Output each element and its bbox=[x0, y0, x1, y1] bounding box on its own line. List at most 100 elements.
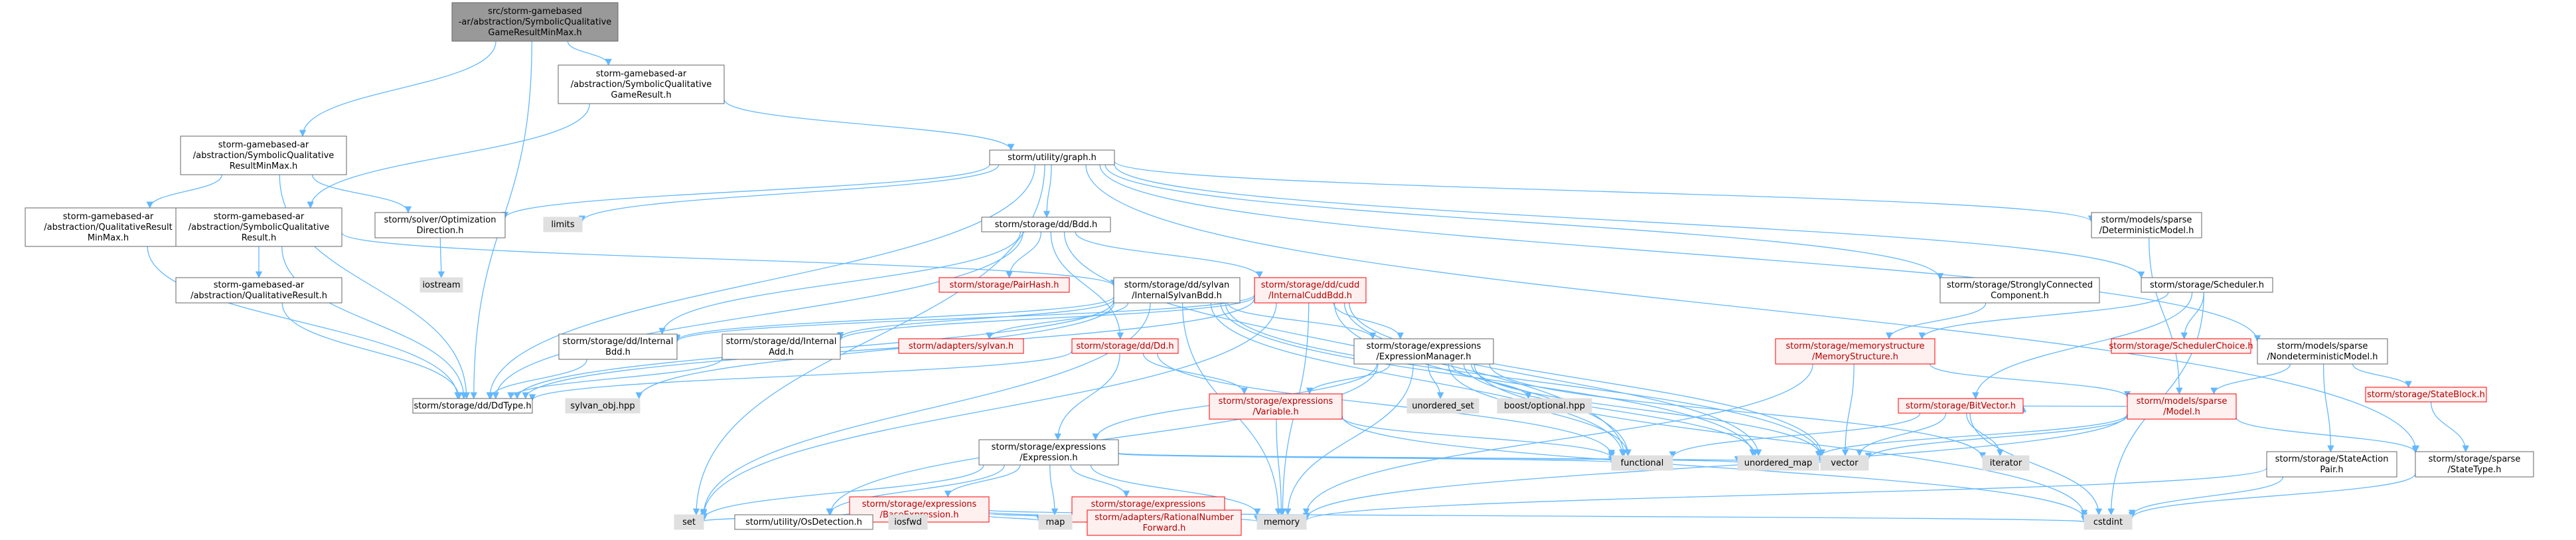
node-osdetect[interactable]: storm/utility/OsDetection.h bbox=[734, 514, 873, 530]
node-sylvanobj[interactable]: sylvan_obj.hpp bbox=[565, 398, 641, 414]
node-unordmap[interactable]: unordered_map bbox=[1737, 455, 1819, 471]
node-label-memstruct-line-0: storm/storage/memorystructure bbox=[1785, 341, 1924, 351]
node-memstruct[interactable]: storm/storage/memorystructure/MemoryStru… bbox=[1775, 338, 1935, 365]
edge-sqgr-to-sqr bbox=[307, 103, 590, 209]
edge-graph-to-bdd bbox=[1043, 164, 1052, 219]
node-sqrmm[interactable]: storm-gamebased-ar/abstraction/SymbolicQ… bbox=[180, 135, 347, 175]
node-limits[interactable]: limits bbox=[543, 217, 583, 232]
node-iterator[interactable]: iterator bbox=[1982, 455, 2030, 471]
node-box-dd bbox=[1071, 338, 1179, 354]
node-bitvector[interactable]: storm/storage/BitVector.h bbox=[1898, 398, 2024, 414]
node-box-bitvector bbox=[1898, 398, 2024, 414]
edge-ndmodel-to-stateaction bbox=[2322, 363, 2334, 453]
node-box-sqr bbox=[175, 207, 342, 247]
node-box-exprmgr bbox=[1353, 338, 1494, 365]
node-pairhash[interactable]: storm/storage/PairHash.h bbox=[939, 277, 1070, 293]
node-label-ndmodel-line-0: storm/models/sparse bbox=[2277, 341, 2368, 351]
node-expression[interactable]: storm/storage/expressions/Expression.h bbox=[978, 439, 1119, 466]
edge-model-to-sparsestate bbox=[2235, 416, 2419, 454]
edge-ndmodel-to-stateblock bbox=[2352, 363, 2412, 389]
node-vector[interactable]: vector bbox=[1820, 455, 1869, 471]
node-ndmodel[interactable]: storm/models/sparse/NondeterministicMode… bbox=[2257, 338, 2388, 365]
edge-root-to-sqgr bbox=[567, 41, 612, 66]
node-label-icuddbdd-line-1: /InternalCuddBdd.h bbox=[1268, 291, 1352, 301]
node-label-optdir-line-0: storm/solver/Optimization bbox=[384, 215, 496, 225]
node-label-isylbdd-line-1: /InternalSylvanBdd.h bbox=[1132, 291, 1222, 301]
node-qrmm[interactable]: storm-gamebased-ar/abstraction/Qualitati… bbox=[25, 207, 192, 247]
node-label-baseexpr-line-0: storm/storage/expressions bbox=[862, 499, 977, 509]
node-scc[interactable]: storm/storage/StronglyConnectedComponent… bbox=[1939, 277, 2100, 304]
node-label-sparsestate-line-0: storm/storage/sparse bbox=[2429, 454, 2521, 464]
edge-bitvector-to-vector bbox=[1856, 412, 1947, 457]
node-box-set bbox=[674, 514, 704, 530]
node-unordset[interactable]: unordered_set bbox=[1406, 398, 1479, 414]
edge-bdd-to-icuddbdd bbox=[1075, 231, 1263, 279]
node-set[interactable]: set bbox=[674, 514, 704, 530]
node-label-qrmm-line-1: /abstraction/QualitativeResult bbox=[44, 223, 173, 232]
node-exprmgr[interactable]: storm/storage/expressions/ExpressionMana… bbox=[1353, 338, 1494, 365]
node-scheduler[interactable]: storm/storage/Scheduler.h bbox=[2141, 277, 2273, 293]
node-ddtype[interactable]: storm/storage/dd/DdType.h bbox=[412, 398, 533, 414]
node-box-stateblock bbox=[2365, 387, 2487, 403]
node-functional[interactable]: functional bbox=[1611, 455, 1673, 471]
edge-detmodel-to-model bbox=[2149, 237, 2183, 395]
edge-exprmgr-to-unordmap bbox=[1463, 363, 1759, 457]
node-label-qrmm-line-2: MinMax.h bbox=[88, 233, 129, 243]
edge-icuddbdd-to-vector bbox=[1349, 302, 1826, 457]
node-label-memstruct-line-1: /MemoryStructure.h bbox=[1812, 352, 1898, 362]
node-qr[interactable]: storm-gamebased-ar/abstraction/Qualitati… bbox=[175, 277, 342, 304]
node-sqgr[interactable]: storm-gamebased-ar/abstraction/SymbolicQ… bbox=[558, 64, 725, 104]
node-label-memory-line-0: memory bbox=[1264, 517, 1300, 527]
node-label-qr-line-0: storm-gamebased-ar bbox=[214, 280, 305, 290]
node-bdd[interactable]: storm/storage/dd/Bdd.h bbox=[981, 217, 1111, 232]
node-label-limits-line-0: limits bbox=[551, 220, 575, 230]
node-root[interactable]: src/storm-gamebased-ar/abstraction/Symbo… bbox=[451, 2, 619, 42]
edge-graph-to-detmodel bbox=[1114, 161, 2095, 223]
node-sparsestate[interactable]: storm/storage/sparse/StateType.h bbox=[2415, 451, 2534, 478]
node-label-detmodel-line-1: /DeterministicModel.h bbox=[2099, 226, 2194, 236]
node-label-sparsestate-line-1: /StateType.h bbox=[2447, 465, 2501, 475]
edge-isylbdd-to-intadd bbox=[836, 299, 1114, 339]
node-box-memory bbox=[1256, 514, 1307, 530]
node-box-adsylvan bbox=[898, 338, 1024, 354]
node-label-ddtype-line-0: storm/storage/dd/DdType.h bbox=[414, 401, 531, 411]
node-detmodel[interactable]: storm/models/sparse/DeterministicModel.h bbox=[2091, 212, 2202, 238]
node-label-iosfwd-line-0: iosfwd bbox=[894, 517, 922, 527]
edge-memstruct-to-vector bbox=[1841, 363, 1855, 457]
node-label-qrmm-line-0: storm-gamebased-ar bbox=[63, 212, 154, 222]
edge-exprmgr-to-vector bbox=[1471, 363, 1825, 458]
node-box-iterator bbox=[1982, 455, 2030, 471]
node-memory[interactable]: memory bbox=[1256, 514, 1307, 530]
node-label-ratnum-line-0: storm/adapters/RationalNumber bbox=[1095, 513, 1234, 523]
node-isylbdd[interactable]: storm/storage/dd/sylvan/InternalSylvanBd… bbox=[1113, 277, 1241, 304]
node-dd[interactable]: storm/storage/dd/Dd.h bbox=[1071, 338, 1179, 354]
edge-expression-to-functional bbox=[1118, 453, 1615, 464]
node-stateblock[interactable]: storm/storage/StateBlock.h bbox=[2365, 387, 2487, 403]
node-box-intadd bbox=[721, 333, 841, 360]
node-model[interactable]: storm/models/sparse/Model.h bbox=[2127, 393, 2237, 420]
node-graph[interactable]: storm/utility/graph.h bbox=[989, 149, 1115, 165]
node-schedchoice[interactable]: storm/storage/SchedulerChoice.h bbox=[2109, 338, 2253, 354]
node-box-scheduler bbox=[2141, 277, 2273, 293]
node-adsylvan[interactable]: storm/adapters/sylvan.h bbox=[898, 338, 1024, 354]
node-icuddbdd[interactable]: storm/storage/dd/cudd/InternalCuddBdd.h bbox=[1254, 277, 1367, 304]
node-box-schedchoice bbox=[2111, 338, 2251, 354]
node-variable[interactable]: storm/storage/expressions/Variable.h bbox=[1209, 393, 1343, 420]
node-sqr[interactable]: storm-gamebased-ar/abstraction/SymbolicQ… bbox=[175, 207, 342, 247]
node-iostream[interactable]: iostream bbox=[419, 277, 463, 293]
node-box-intbdd bbox=[558, 333, 678, 360]
node-cstdint[interactable]: cstdint bbox=[2084, 514, 2133, 530]
node-map[interactable]: map bbox=[1038, 514, 1073, 530]
edge-expression-to-set bbox=[700, 464, 984, 520]
edge-sqrmm-to-optdir bbox=[311, 174, 412, 214]
edge-sqgr-to-graph bbox=[723, 99, 1015, 151]
node-label-pairhash-line-0: storm/storage/PairHash.h bbox=[949, 280, 1059, 290]
node-iosfwd[interactable]: iosfwd bbox=[888, 514, 928, 530]
node-boostopt[interactable]: boost/optional.hpp bbox=[1497, 398, 1592, 414]
node-label-osdetect-line-0: storm/utility/OsDetection.h bbox=[745, 517, 862, 527]
